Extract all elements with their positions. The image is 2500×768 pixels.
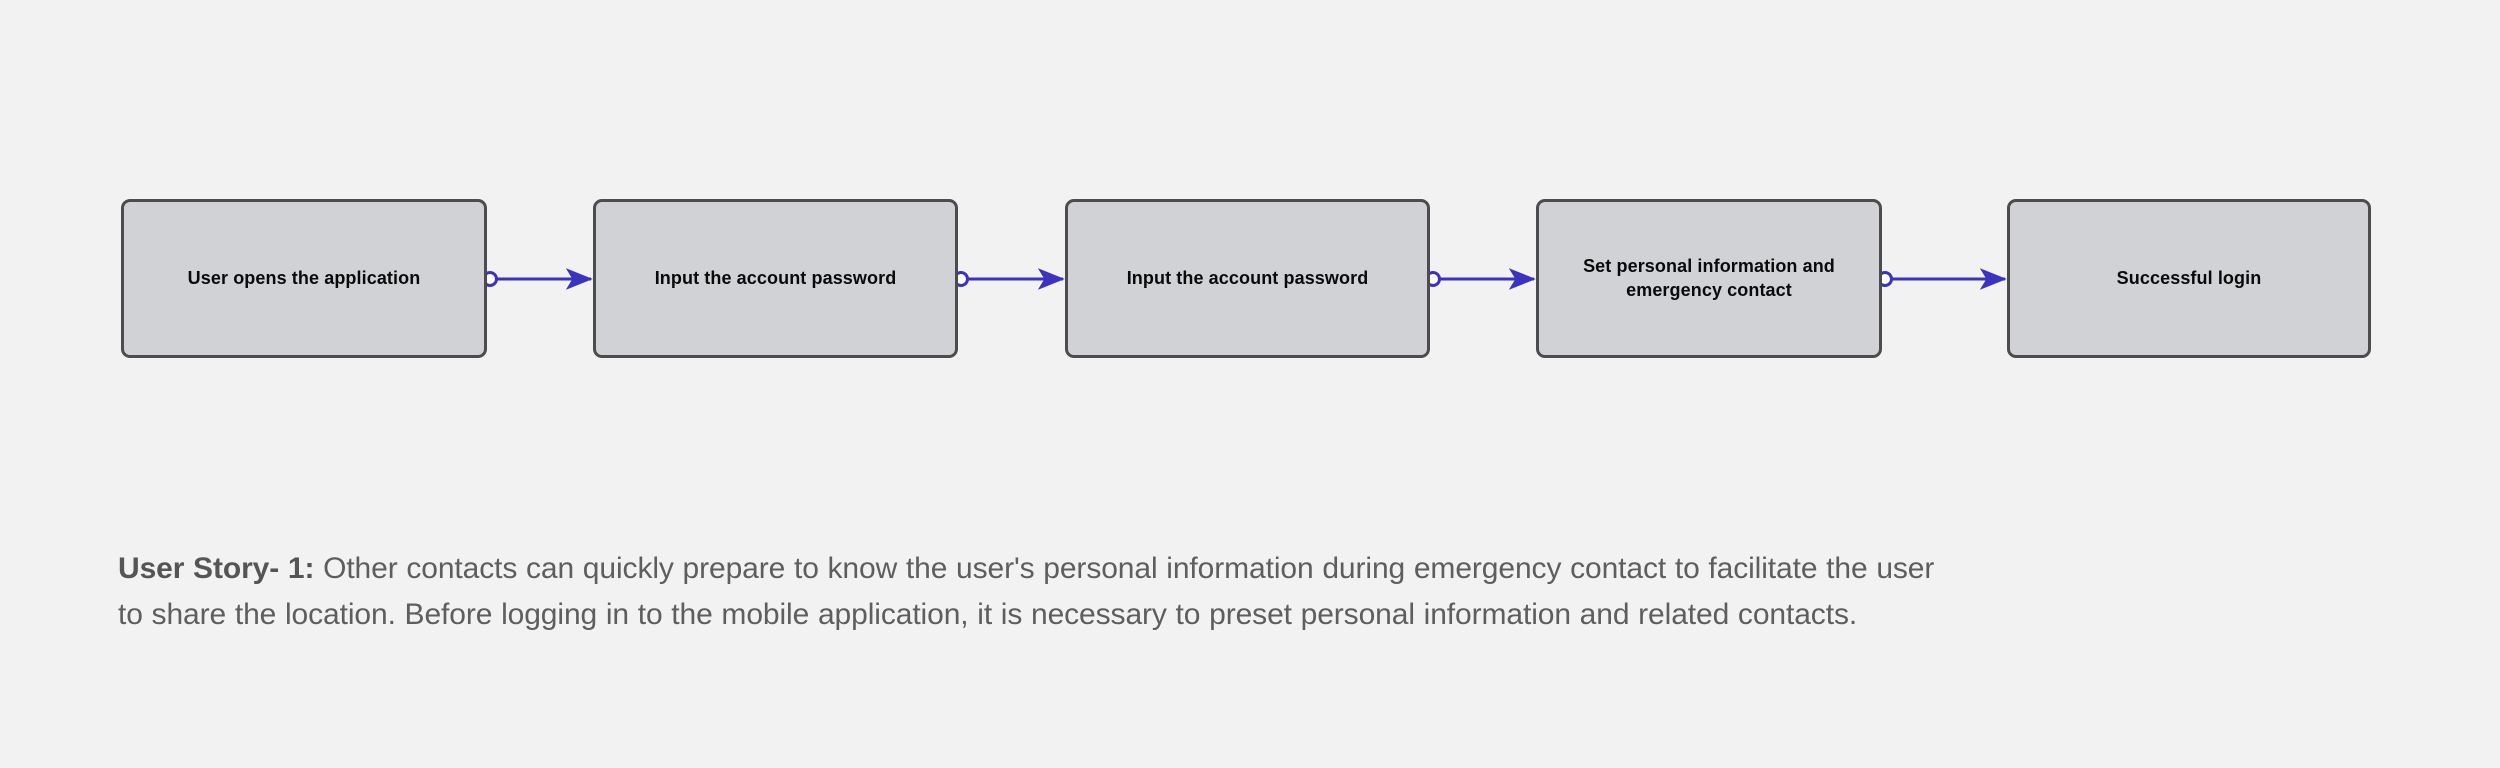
user-story-text: Other contacts can quickly prepare to kn… — [118, 552, 1935, 631]
flow-node[interactable]: User opens the application — [121, 199, 487, 358]
flow-node[interactable]: Input the account password — [593, 199, 958, 358]
flow-node[interactable]: Input the account password — [1065, 199, 1430, 358]
flow-node-label: Input the account password — [1126, 267, 1369, 288]
flow-node-label: Input the account password — [654, 267, 897, 288]
flow-node-label: Successful login — [2116, 267, 2262, 288]
user-story-paragraph: User Story- 1: Other contacts can quickl… — [118, 546, 1948, 638]
user-story-label: User Story- 1: — [118, 552, 315, 585]
flow-node-label: User opens the application — [187, 267, 421, 288]
flow-node-label: Set personal information and emergency c… — [1583, 255, 1835, 300]
flow-node[interactable]: Set personal information and emergency c… — [1536, 199, 1882, 358]
flow-node[interactable]: Successful login — [2007, 199, 2371, 358]
